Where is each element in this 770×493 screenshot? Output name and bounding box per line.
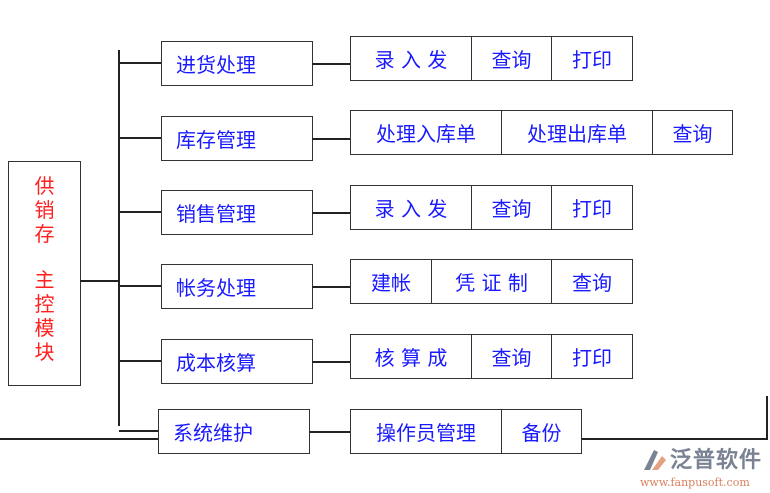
module-box: 系统维护 — [158, 409, 310, 454]
action-box: 录 入 发 — [350, 36, 472, 81]
root-module-box: 供销存 主控模块 — [8, 161, 81, 386]
module-box: 进货处理 — [161, 41, 313, 86]
branch-line — [119, 360, 161, 362]
action-connector — [312, 212, 350, 214]
fanpusoft-logo: 泛普软件 www.fanpusoft.com — [640, 448, 768, 490]
action-box: 录 入 发 — [350, 185, 472, 230]
action-box: 核 算 成 — [350, 334, 472, 379]
bottom-rule-right — [580, 438, 768, 440]
action-connector — [312, 286, 350, 288]
branch-line — [119, 211, 161, 213]
bottom-rule-left — [0, 438, 160, 440]
trunk-line — [118, 50, 120, 426]
action-connector — [312, 361, 350, 363]
action-box: 查询 — [551, 259, 633, 304]
bottom-rule-edge — [766, 396, 768, 440]
root-label-line2: 主控模块 — [34, 268, 55, 364]
logo-mark-icon — [644, 450, 666, 470]
branch-line — [119, 285, 161, 287]
branch-line — [119, 137, 161, 139]
action-connector — [312, 63, 350, 65]
action-box: 查询 — [471, 36, 552, 81]
action-box: 凭 证 制 — [431, 259, 552, 304]
action-box: 查询 — [471, 185, 552, 230]
branch-line — [119, 430, 158, 432]
action-connector — [309, 431, 350, 433]
action-box: 打印 — [551, 36, 633, 81]
action-box: 处理入库单 — [350, 110, 502, 155]
module-box: 销售管理 — [161, 190, 313, 235]
branch-line — [119, 62, 161, 64]
module-box: 库存管理 — [161, 116, 313, 161]
action-box: 打印 — [551, 185, 633, 230]
action-box: 查询 — [471, 334, 552, 379]
action-box: 处理出库单 — [501, 110, 653, 155]
action-box: 查询 — [652, 110, 733, 155]
action-box: 打印 — [551, 334, 633, 379]
action-connector — [312, 138, 350, 140]
action-box: 操作员管理 — [350, 409, 502, 454]
module-box: 成本核算 — [161, 339, 313, 384]
logo-url: www.fanpusoft.com — [640, 476, 750, 489]
root-connector — [80, 280, 120, 282]
logo-name: 泛普软件 — [670, 448, 763, 473]
root-label-line1: 供销存 — [34, 174, 55, 246]
action-box: 建帐 — [350, 259, 432, 304]
module-box: 帐务处理 — [161, 264, 313, 309]
action-box: 备份 — [501, 409, 582, 454]
